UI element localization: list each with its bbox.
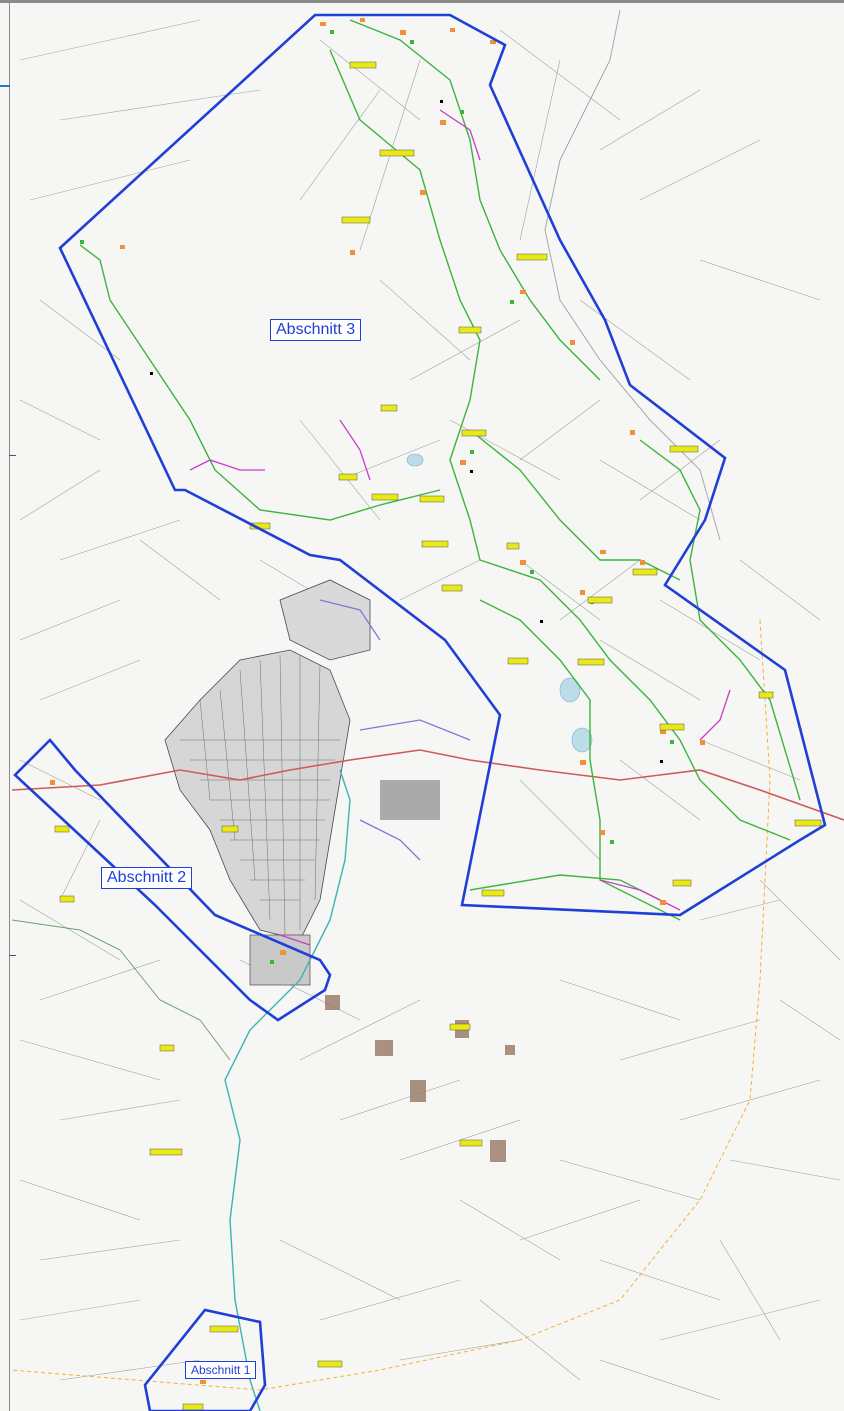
map-frame-top — [0, 0, 844, 3]
section-1-label[interactable]: Abschnitt 1 — [185, 1361, 257, 1379]
farm-buildings — [325, 995, 515, 1162]
secondary-road — [11, 919, 231, 1061]
frame-tick — [9, 955, 16, 956]
regional-boundary — [9, 619, 771, 1391]
parcel-lines — [19, 19, 841, 1401]
network-lines-green — [79, 19, 801, 921]
main-road — [11, 749, 844, 821]
frame-tick — [9, 455, 16, 456]
section-3-outline — [58, 13, 827, 917]
network-lines-purple — [319, 599, 471, 861]
water-bodies — [406, 453, 593, 753]
river — [224, 769, 351, 1411]
section-2-label[interactable]: Abschnitt 2 — [101, 867, 193, 889]
creek — [544, 9, 721, 541]
town-area — [164, 579, 440, 986]
frame-accent — [0, 85, 10, 87]
section-1-outline — [143, 1308, 267, 1411]
network-lines-magenta — [189, 109, 731, 946]
place-name-tags — [54, 61, 822, 1411]
map-frame-left — [9, 3, 10, 1411]
section-2-outline — [13, 738, 332, 1022]
section-3-label[interactable]: Abschnitt 3 — [270, 319, 362, 341]
